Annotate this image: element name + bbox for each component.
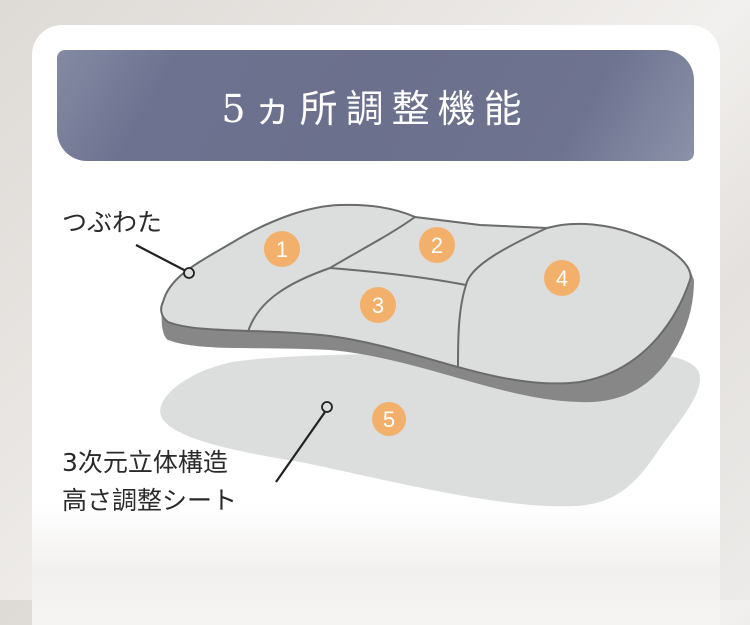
svg-text:5: 5 <box>383 407 395 432</box>
svg-text:1: 1 <box>276 237 288 262</box>
zone-badge-4: 4 <box>544 260 580 296</box>
leader-dot-sheet <box>321 401 333 413</box>
leader-dot-tsubuwata <box>183 267 195 279</box>
zone-divider-3-4 <box>457 227 548 369</box>
zone-divider-1-2 <box>329 216 416 269</box>
title-banner: 5ヵ所調整機能 <box>57 50 694 161</box>
label-height-sheet-line1: 3次元立体構造 <box>62 448 228 477</box>
leader-line-tsubuwata <box>135 244 187 272</box>
svg-text:4: 4 <box>556 266 568 291</box>
zone-badge-2: 2 <box>419 227 455 263</box>
label-tsubuwata: つぶわた <box>62 208 163 237</box>
zone-divider-2-3 <box>329 267 467 286</box>
pillow-illustration: 1 2 3 4 5 <box>135 203 701 507</box>
zone-divider-3-left <box>247 267 331 333</box>
leader-line-sheet <box>275 411 326 483</box>
label-height-sheet: 3次元立体構造 高さ調整シート <box>62 444 237 520</box>
zone-badge-5: 5 <box>372 402 406 436</box>
zone-badge-1: 1 <box>264 231 300 267</box>
svg-text:2: 2 <box>431 233 443 258</box>
zone-badge-3: 3 <box>360 287 396 323</box>
pillow-side <box>161 270 694 403</box>
label-height-sheet-line2: 高さ調整シート <box>62 486 238 515</box>
svg-text:3: 3 <box>372 293 384 318</box>
page-title: 5ヵ所調整機能 <box>221 87 530 131</box>
